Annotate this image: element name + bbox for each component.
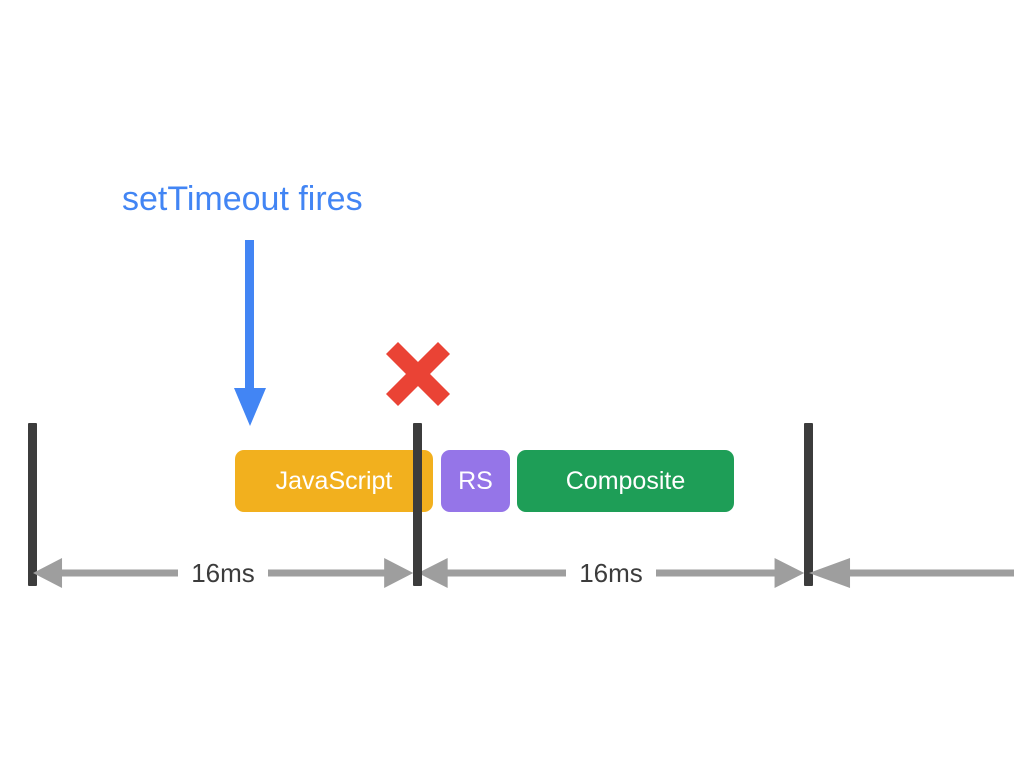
measure-arrow-left-1 [33,553,179,593]
task-block-rs: RS [441,450,510,512]
settimeout-annotation-label: setTimeout fires [122,180,363,218]
measure-arrow-left-2 [418,553,567,593]
task-block-composite: Composite [517,450,734,512]
frame-boundary-tick-0 [28,423,37,586]
measure-segment-2: 16ms [418,552,804,594]
frame-boundary-tick-1 [413,423,422,586]
down-arrow-icon [228,240,272,426]
measure-segment-3: 16 [809,552,1024,594]
red-x-icon [382,338,454,410]
measure-label-2: 16ms [579,558,643,588]
frame-boundary-tick-2 [804,423,813,586]
measure-arrow-right-1 [267,553,413,593]
measure-arrow-left-3 [809,553,1015,593]
measure-label-1: 16ms [191,558,255,588]
measure-segment-1: 16ms [33,552,413,594]
measure-label-3: 16 [1014,560,1024,586]
task-block-javascript: JavaScript [235,450,433,512]
measure-arrow-right-2 [655,553,804,593]
